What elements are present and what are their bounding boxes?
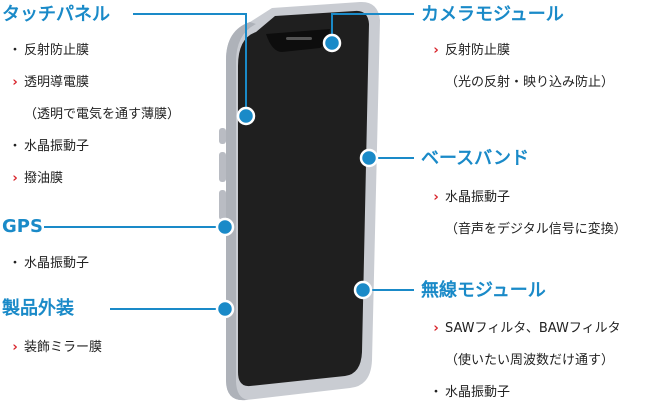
list-item-text: 透明導電膜	[24, 75, 90, 90]
callout-point-gps	[215, 217, 235, 237]
list-item: ・反射防止膜	[8, 42, 89, 60]
side-button	[219, 128, 226, 144]
bullet-marker: ・	[429, 385, 443, 400]
list-item: › 水晶振動子	[429, 189, 510, 207]
leader-line-touch-panel	[133, 13, 247, 116]
list-item-text: 反射防止膜	[24, 43, 90, 58]
list-item-text: 水晶振動子	[24, 139, 90, 154]
chevron-right-icon: ›	[12, 171, 18, 186]
list-item: › 装飾ミラー膜	[8, 339, 102, 357]
list-item: （使いたい周波数だけ通す）	[429, 352, 614, 370]
earpiece-speaker	[286, 37, 312, 40]
leader-line-camera	[331, 13, 414, 43]
phone-screen	[238, 10, 369, 387]
chevron-right-icon: ›	[12, 75, 18, 90]
callout-points	[215, 33, 379, 319]
list-item-text: （透明で電気を通す薄膜）	[24, 107, 181, 122]
gps-heading: GPS	[2, 216, 43, 237]
callout-point-exterior	[215, 299, 235, 319]
list-item: › 反射防止膜	[429, 42, 510, 60]
side-button	[219, 190, 226, 220]
chevron-right-icon: ›	[433, 43, 439, 58]
wireless-module-heading: 無線モジュール	[421, 280, 546, 301]
chevron-right-icon: ›	[433, 321, 439, 336]
chevron-right-icon: ›	[433, 190, 439, 205]
list-item: ・水晶振動子	[8, 255, 89, 273]
list-item-text: 水晶振動子	[24, 256, 90, 271]
list-item-text: SAWフィルタ、BAWフィルタ	[445, 321, 621, 336]
exterior-heading: 製品外装	[2, 298, 74, 319]
list-item-text: 装飾ミラー膜	[24, 340, 103, 355]
touch-panel-heading: タッチパネル	[2, 4, 110, 25]
list-item-text: 反射防止膜	[445, 43, 511, 58]
callout-point-touch-panel	[236, 106, 256, 126]
camera-module-heading: カメラモジュール	[421, 4, 564, 25]
bullet-marker: ・	[8, 139, 22, 154]
list-item-text: 水晶振動子	[445, 190, 511, 205]
phone-notch	[266, 29, 330, 52]
list-item: › 撥油膜	[8, 170, 63, 188]
list-item: （音声をデジタル信号に変換）	[429, 221, 627, 239]
list-item: （光の反射・映り込み防止）	[429, 74, 614, 92]
list-item: ・水晶振動子	[429, 384, 510, 402]
list-item: › 透明導電膜	[8, 74, 89, 92]
side-button	[219, 152, 226, 182]
callout-point-baseband	[359, 148, 379, 168]
callout-point-camera	[322, 33, 342, 53]
chevron-right-icon: ›	[12, 340, 18, 355]
callout-point-wireless	[353, 280, 373, 300]
list-item-text: 撥油膜	[24, 171, 64, 186]
bullet-marker: ・	[8, 43, 22, 58]
baseband-heading: ベースバンド	[421, 148, 529, 169]
list-item-text: （使いたい周波数だけ通す）	[445, 353, 615, 368]
list-item: ・水晶振動子	[8, 138, 89, 156]
list-item: （透明で電気を通す薄膜）	[8, 106, 180, 124]
smartphone-illustration	[219, 1, 380, 401]
list-item-text: 水晶振動子	[445, 385, 511, 400]
list-item-text: （音声をデジタル信号に変換）	[445, 222, 627, 237]
list-item: › SAWフィルタ、BAWフィルタ	[429, 320, 621, 338]
list-item-text: （光の反射・映り込み防止）	[445, 75, 615, 90]
bullet-marker: ・	[8, 256, 22, 271]
